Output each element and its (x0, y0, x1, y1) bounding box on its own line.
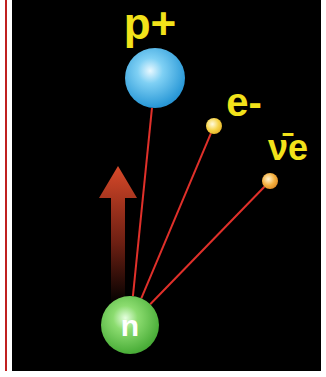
proton-label: p+ (124, 2, 177, 46)
decay-line (141, 133, 211, 298)
decay-line (150, 187, 264, 304)
black-panel (12, 0, 321, 371)
neutron-sphere: n (101, 296, 159, 354)
side-rule (5, 0, 7, 371)
electron-sphere: e- (206, 118, 222, 134)
antineutrino-sphere: ν̄e (262, 173, 278, 189)
recoil-arrow (99, 166, 137, 305)
electron-label: e- (226, 82, 262, 122)
proton-sphere: p+ (125, 48, 185, 108)
neutron-label: n (121, 311, 139, 341)
decay-line (133, 108, 152, 296)
antineutrino-label: ν̄e (268, 130, 308, 166)
